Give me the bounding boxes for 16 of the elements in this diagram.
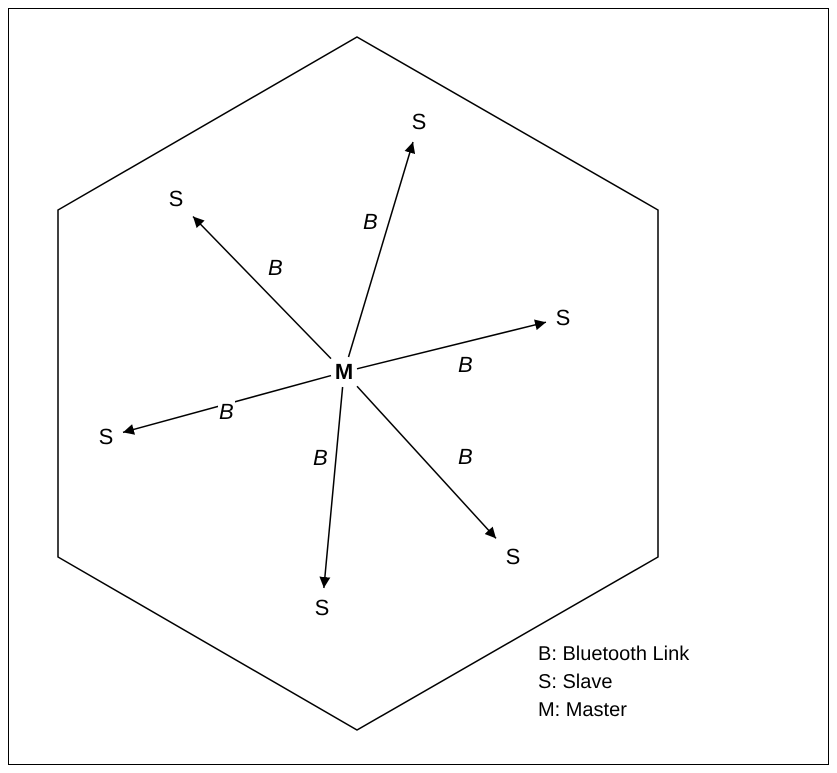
arrow — [319, 386, 344, 588]
slave-node-label: S — [552, 304, 574, 332]
legend-text: B: Bluetooth Link — [538, 642, 690, 667]
slave-node-label: S — [311, 594, 333, 622]
master-node-label: M — [331, 357, 357, 387]
arrow — [192, 216, 332, 360]
slave-node-label: S — [408, 108, 430, 136]
legend-text: M: Master — [538, 698, 628, 723]
slave-node-label: S — [95, 423, 117, 451]
slave-node-label: S — [502, 543, 524, 571]
arrow — [122, 374, 332, 435]
arrow — [356, 319, 546, 370]
arrow — [356, 386, 497, 539]
slave-node-label: S — [165, 185, 187, 213]
arrow — [348, 142, 416, 358]
legend-text: S: Slave — [538, 670, 614, 695]
